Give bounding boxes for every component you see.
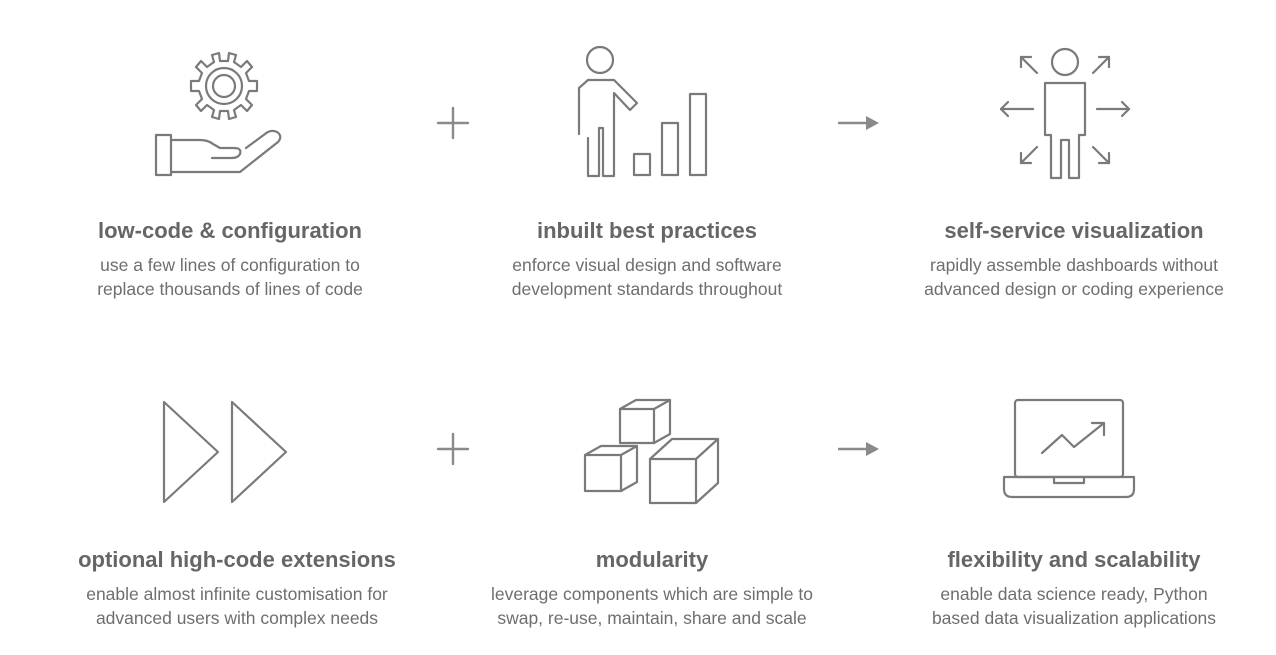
laptop-trend-icon <box>998 395 1143 505</box>
feature-desc-line: development standards throughout <box>511 279 783 299</box>
feature-title: self-service visualization <box>944 218 1204 243</box>
gear-hand-icon <box>150 40 290 185</box>
feature-flexibility: flexibility and scalability enable data … <box>884 547 1264 630</box>
feature-desc-line: rapidly assemble dashboards without <box>930 255 1218 275</box>
feature-title: modularity <box>595 547 709 572</box>
feature-desc-line: advanced users with complex needs <box>95 608 379 628</box>
feature-modularity: modularity leverage components which are… <box>462 547 842 630</box>
feature-self-service: self-service visualization rapidly assem… <box>884 218 1264 301</box>
person-chart-icon <box>570 38 715 183</box>
fast-forward-icon <box>160 398 300 508</box>
feature-desc-line: based data visualization applications <box>931 608 1217 628</box>
arrow-right-icon <box>838 439 880 459</box>
feature-desc-line: enable almost infinite customisation for <box>86 584 388 604</box>
feature-low-code: low-code & configuration use a few lines… <box>40 218 420 301</box>
feature-best-practices: inbuilt best practices enforce visual de… <box>457 218 837 301</box>
feature-desc-line: enforce visual design and software <box>512 255 782 275</box>
plus-icon <box>436 106 470 140</box>
feature-desc-line: use a few lines of configuration to <box>100 255 360 275</box>
feature-title: low-code & configuration <box>98 218 362 243</box>
feature-desc-line: leverage components which are simple to <box>491 584 813 604</box>
feature-desc-line: advanced design or coding experience <box>924 279 1224 299</box>
cubes-icon <box>580 395 725 510</box>
feature-desc-line: replace thousands of lines of code <box>97 279 363 299</box>
plus-icon <box>436 432 470 466</box>
feature-title: inbuilt best practices <box>536 218 758 243</box>
feature-title: optional high-code extensions <box>78 547 396 572</box>
feature-title: flexibility and scalability <box>947 547 1201 572</box>
person-expand-icon <box>995 45 1135 185</box>
feature-desc-line: enable data science ready, Python <box>940 584 1208 604</box>
feature-high-code: optional high-code extensions enable alm… <box>47 547 427 630</box>
feature-desc-line: swap, re-use, maintain, share and scale <box>497 608 807 628</box>
arrow-right-icon <box>838 113 880 133</box>
